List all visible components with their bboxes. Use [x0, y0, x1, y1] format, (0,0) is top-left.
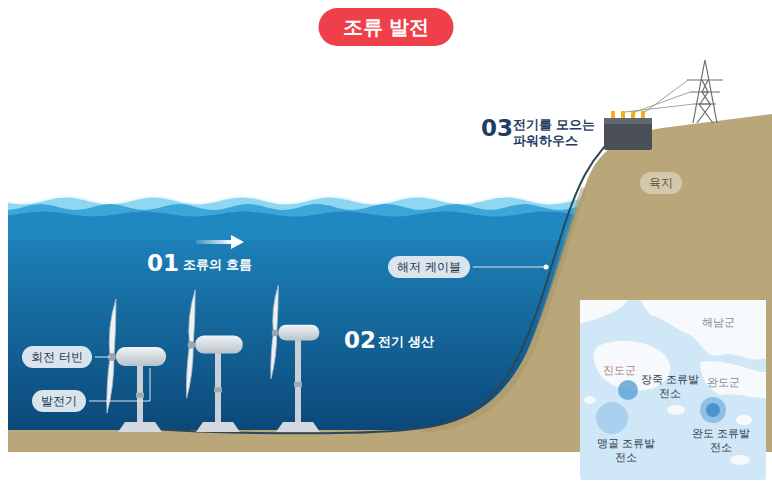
connector	[621, 111, 625, 118]
leader-line	[473, 267, 546, 268]
callout-pill: 회전 터빈	[22, 346, 92, 368]
pill-label: 육지	[649, 175, 673, 191]
pill-label: 회전 터빈	[31, 349, 83, 365]
turbine-blade	[273, 285, 279, 333]
turbine-base	[118, 422, 162, 432]
tower-bracing	[697, 80, 713, 123]
tidal-turbine	[271, 285, 320, 432]
plant-name: 장죽 조류발전소	[638, 373, 702, 401]
title-pill: 조류 발전	[319, 8, 454, 46]
callout-text: 전기 생산	[378, 334, 434, 350]
map-region-name: 완도군	[707, 376, 740, 390]
sea-wave	[8, 197, 608, 240]
tidal-turbine	[107, 299, 166, 432]
turbine-pole	[137, 357, 143, 422]
leader-dot	[544, 265, 549, 270]
arrow-shaft	[196, 240, 232, 244]
power-wires	[625, 80, 694, 112]
pill-label: 발전기	[41, 393, 77, 409]
arrow-head	[231, 235, 244, 249]
tidal-turbine	[186, 290, 242, 432]
plant-marker	[596, 402, 628, 434]
map-island	[730, 455, 750, 465]
turbine-pole	[295, 333, 301, 422]
nacelle	[195, 336, 243, 354]
map-region-name: 해남군	[702, 316, 735, 330]
transmission-tower	[625, 60, 723, 123]
plant-marker	[706, 403, 720, 417]
map-land	[580, 300, 628, 324]
turbine-hub	[108, 353, 116, 361]
callout-number: 01	[147, 250, 179, 276]
turbine-hub	[272, 330, 279, 337]
location-map	[580, 300, 766, 480]
callout-pill: 발전기	[32, 390, 86, 412]
map-island	[736, 415, 752, 425]
map-island	[667, 405, 685, 415]
turbine-base	[276, 422, 320, 432]
plant-marker	[618, 380, 638, 400]
callout-number: 03	[481, 115, 513, 141]
diagram-title: 조류 발전	[343, 15, 430, 39]
connector	[641, 111, 645, 118]
plant-name: 완도 조류발전소	[689, 427, 753, 455]
turbine-pole	[215, 345, 221, 422]
turbine-blade	[189, 290, 195, 345]
callout-pill: 육지	[640, 172, 682, 194]
leader-line	[89, 368, 150, 401]
turbine-hub	[188, 341, 196, 349]
powerhouse	[604, 111, 652, 150]
turbine-blade	[186, 345, 193, 398]
callout-number: 02	[344, 327, 376, 353]
sea-wave	[8, 204, 608, 240]
connector	[611, 111, 615, 118]
turbine-blade	[109, 299, 116, 357]
subsea-cable	[140, 145, 606, 433]
flow-arrow	[196, 235, 244, 249]
pole-collar	[214, 387, 222, 392]
pole-collar	[136, 393, 144, 398]
sea-wave	[8, 212, 608, 240]
map-sea	[580, 300, 766, 480]
slope-shade	[420, 188, 584, 430]
callout-pill: 해저 케이블	[388, 256, 470, 278]
turbine-base	[196, 422, 240, 432]
plant-name: 맹골 조류발전소	[594, 437, 658, 465]
callout-text: 조류의 흐름	[183, 257, 252, 273]
nacelle	[278, 325, 319, 341]
wave-crest	[8, 197, 608, 204]
pill-label: 해저 케이블	[397, 259, 461, 275]
turbine-blade	[107, 357, 114, 413]
pole-collar	[294, 382, 302, 387]
nacelle	[116, 347, 166, 366]
leader-line	[95, 357, 110, 358]
sea-surface	[8, 197, 608, 240]
turbine-blade	[271, 333, 277, 379]
turbine-group	[107, 285, 320, 432]
map-region-name: 진도군	[603, 364, 636, 378]
map-land	[700, 361, 766, 398]
plant-marker	[700, 397, 726, 423]
connector	[631, 111, 635, 118]
callout-text: 전기를 모으는 파워하우스	[513, 117, 599, 149]
powerhouse-top	[604, 118, 652, 124]
map-island	[584, 396, 596, 404]
powerhouse-box	[604, 118, 652, 150]
